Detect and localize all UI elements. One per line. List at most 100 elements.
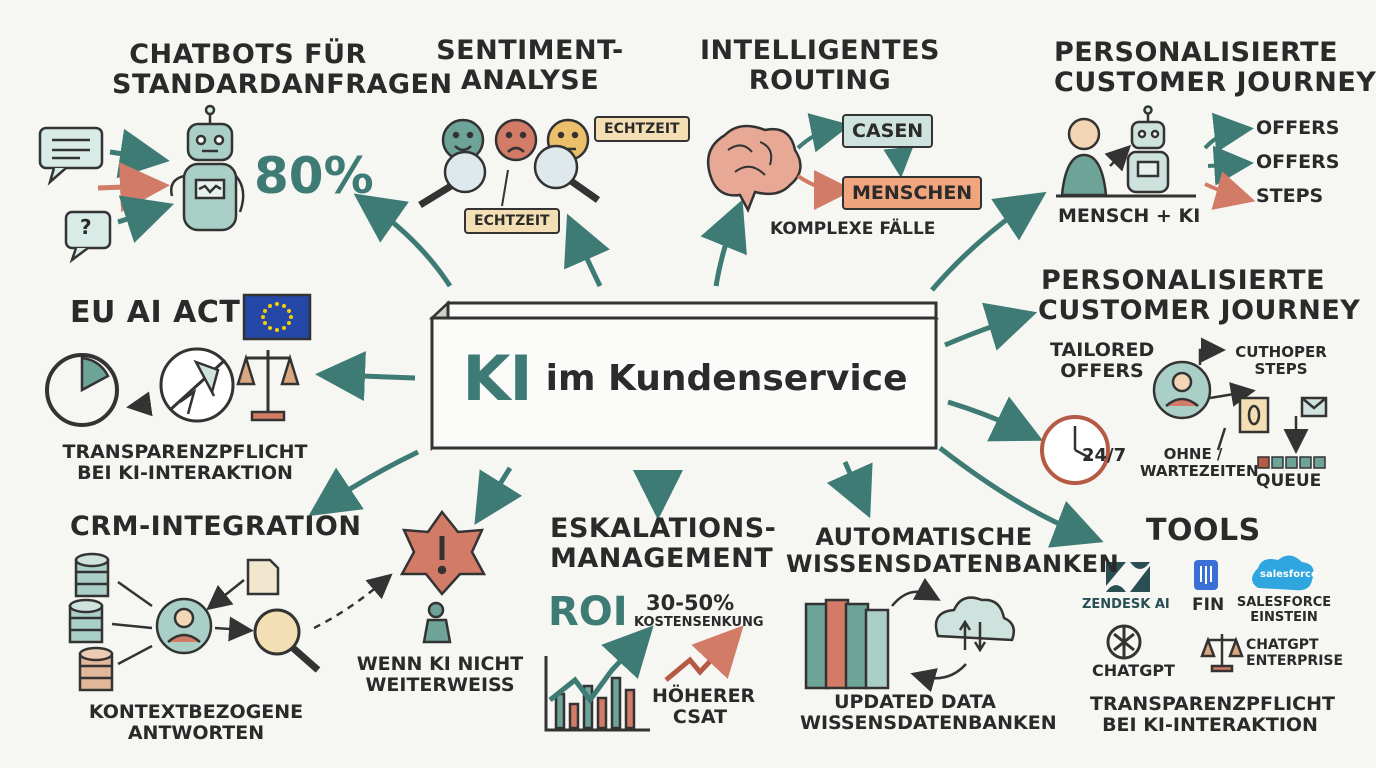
cuthoper-steps: Cuthoper Steps [1235, 343, 1327, 378]
tools-logos [1106, 555, 1314, 673]
arrow-journey-top [930, 191, 1047, 292]
fin-logo-icon [1194, 560, 1218, 590]
routing-caption: Komplexe Fälle [770, 219, 936, 239]
scales-icon [236, 350, 300, 422]
euact-title: EU AI Act [70, 295, 241, 330]
journey-item: Offers [1256, 151, 1340, 173]
eu-flag-icon [242, 293, 312, 341]
arrow-clock [947, 396, 1043, 442]
tools-caption: Transparenzpflicht bei KI-Interaktion [1090, 693, 1335, 737]
queue-icon [1257, 456, 1326, 469]
routing-title: Intelligentes Routing [700, 35, 940, 97]
book-icon [864, 608, 890, 690]
journey-mid-illustration [1040, 337, 1328, 485]
routing-illustration [706, 113, 914, 213]
escalation-title: Eskalations- Management [550, 513, 777, 575]
sad-face-icon [494, 118, 538, 162]
database-icon [68, 598, 104, 644]
tailored-offers: Tailored Offers [1050, 339, 1155, 383]
knowledge-illustration [804, 577, 1015, 693]
roi-label: ROI [548, 589, 628, 635]
arrow-routing [700, 199, 747, 287]
clock-label: 24/7 [1082, 445, 1127, 466]
journey-top-title: Personalisierte Customer Journey [1054, 37, 1376, 99]
arrow-alert [474, 466, 523, 525]
sentiment-illustration [418, 118, 601, 208]
escalation-charts [544, 625, 744, 732]
realtime-tag: Echtzeit [594, 116, 690, 142]
arrow-crm [308, 449, 420, 517]
phone-icon [1238, 396, 1270, 434]
database-icon [78, 646, 114, 692]
tools-title: Tools [1146, 513, 1261, 548]
journey-top-illustration [1056, 105, 1256, 210]
chat-bubble-icon [38, 126, 104, 170]
avatar-icon [1152, 360, 1212, 420]
question-mark: ? [80, 215, 92, 239]
queue-label: Queue [1256, 471, 1322, 491]
salesforce-label: Salesforce Einstein [1236, 595, 1332, 625]
broken-shield-icon [159, 347, 235, 423]
arrow-knowledge [826, 460, 873, 519]
knowledge-caption: Updated Data Wissensdatenbanken [800, 691, 1057, 735]
cases-box: Casen [842, 114, 934, 148]
magnifier-icon [253, 608, 321, 673]
chatbots-stat: 80% [254, 147, 374, 205]
alert-caption: Wenn KI nicht weiterweiss [356, 653, 524, 697]
csat-caption: Höherer CSAT [652, 685, 756, 729]
crm-title: CRM-Integration [70, 511, 362, 542]
chatbot-illustration [38, 104, 245, 264]
chatgpt-logo-icon [1106, 624, 1142, 660]
roi-value: 30-50% [646, 591, 735, 615]
arrow-sentiment [564, 213, 610, 288]
chatgpt-enterprise-label: ChatGPT Enterprise [1246, 637, 1344, 669]
csat-trend-line [664, 625, 744, 682]
book-icon [804, 602, 830, 690]
title-ki: KI [462, 341, 532, 415]
chatbots-title: Chatbots für Standardanfragen [112, 39, 453, 101]
book-icon [824, 598, 850, 690]
central-box [428, 300, 940, 452]
clock-icon [1040, 415, 1110, 485]
salesforce-logo-text: salesforce [1260, 569, 1318, 580]
growth-line [548, 625, 654, 705]
arrow-chatbots [353, 193, 453, 288]
person-icon [422, 601, 452, 644]
title-rest: im Kundenservice [545, 357, 908, 399]
crm-illustration [68, 552, 393, 692]
journey-top-caption: Mensch + KI [1058, 205, 1201, 227]
magnifier-icon [418, 150, 487, 208]
roi-caption: Kostensenkung [634, 615, 764, 630]
journey-item: Steps [1256, 185, 1324, 207]
robot-icon [170, 104, 245, 232]
journey-mid-title: Personalisierte Customer Journey [1038, 265, 1361, 327]
euact-caption: Transparenzpflicht bei KI-Interaktion [62, 441, 308, 485]
arrow-euact [315, 351, 416, 402]
journey-item: Offers [1256, 117, 1340, 139]
ohne-wartezeiten: Ohne / Wartezeiten [1140, 445, 1259, 480]
arrow-journey-mid [944, 302, 1038, 351]
zendesk-label: Zendesk AI [1082, 597, 1170, 612]
document-icon [246, 558, 280, 596]
zendesk-logo-icon [1106, 562, 1150, 592]
timer-icon [45, 353, 119, 427]
person-icon [1060, 117, 1108, 197]
sentiment-title: Sentiment- Analyse [436, 35, 624, 97]
alert-illustration [399, 509, 487, 644]
people-box: Menschen [842, 176, 983, 210]
cloud-icon [934, 596, 1015, 642]
euact-illustration [45, 293, 312, 427]
central-title: KI im Kundenservice [450, 326, 920, 430]
book-icon [844, 602, 870, 690]
crm-caption: Kontextbezogene Antworten [88, 701, 304, 745]
arrow-tools [938, 446, 1104, 548]
realtime-tag: Echtzeit [464, 208, 560, 234]
branch-arrows [308, 191, 1104, 548]
robot-icon [1126, 105, 1170, 194]
knowledge-title: Automatische Wissensdatenbanken [786, 523, 1120, 578]
scales-icon [1200, 634, 1244, 673]
magnifier-icon [533, 144, 601, 203]
salesforce-cloud-icon [1252, 555, 1314, 591]
